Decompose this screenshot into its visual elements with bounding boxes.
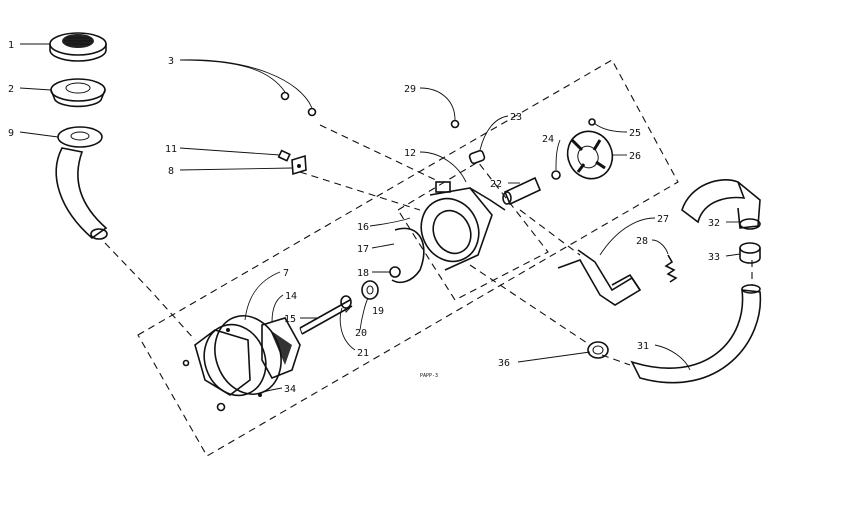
assembly-outline (137, 59, 679, 457)
connector-clip-to-housing (299, 171, 421, 211)
part-27-bracket (557, 249, 642, 306)
callout-20: 20 (355, 328, 367, 339)
callout-1: 1 (8, 40, 14, 51)
callout-14: 14 (285, 291, 297, 302)
callout-labels: 1 2 9 3 11 8 29 23 25 24 26 12 22 16 17 … (8, 40, 720, 395)
callout-16: 16 (357, 222, 369, 233)
callout-36: 36 (498, 358, 510, 369)
callout-33: 33 (708, 252, 720, 263)
part-8-bracket (291, 154, 307, 176)
connector-seal-to-housing (319, 124, 441, 183)
connector-clamp-to-hose (601, 354, 631, 366)
callout-18: 18 (357, 268, 369, 279)
part-17-gasket (391, 227, 425, 284)
part-25-clip (588, 118, 596, 126)
drawing-code: PAPP-3 (420, 373, 438, 379)
callout-19: 19 (372, 306, 384, 317)
callout-22: 22 (490, 179, 502, 190)
callout-2: 2 (8, 84, 14, 95)
part-26-impeller (566, 130, 614, 180)
callout-12: 12 (404, 148, 416, 159)
part-9-seal (57, 126, 103, 148)
part-31-lower-hose (630, 284, 762, 384)
part-28-spring (664, 254, 678, 283)
part-2-cap-ring (50, 78, 106, 108)
callout-17: 17 (357, 244, 369, 255)
callout-27: 27 (657, 214, 669, 225)
part-small-screw (182, 359, 190, 367)
callout-29: 29 (404, 84, 416, 95)
part-18-seal-ring (389, 266, 401, 278)
connector-pin-to-bracket (519, 209, 581, 256)
callout-32: 32 (708, 218, 720, 229)
callout-11: 11 (165, 144, 177, 155)
fill-hose-elbow (55, 147, 108, 240)
part-33-coupling (739, 242, 761, 264)
connector-hose-to-pump (104, 242, 196, 341)
callout-34: 34 (284, 384, 296, 395)
part-22-pin (502, 176, 542, 206)
callout-8: 8 (168, 166, 174, 177)
part-1-strainer-cap (49, 32, 107, 62)
callout-7: 7 (283, 268, 289, 279)
part-12-pump-housing (420, 181, 506, 271)
part-3-clips (280, 91, 317, 117)
callout-31: 31 (637, 341, 649, 352)
callout-24: 24 (542, 134, 554, 145)
part-34-screw (216, 402, 226, 412)
part-32-upper-hose (681, 179, 761, 230)
subassembly-outline (397, 161, 549, 301)
callout-21: 21 (357, 348, 369, 359)
callout-25: 25 (629, 128, 641, 139)
part-36-hose-clamp (587, 341, 609, 359)
part-24-nut (551, 170, 561, 180)
callout-9: 9 (8, 128, 14, 139)
callout-28: 28 (636, 236, 648, 247)
connector-housing-to-clamp (469, 264, 591, 346)
callout-3: 3 (168, 56, 174, 67)
part-23-bushing (468, 149, 486, 165)
part-29-clip (450, 119, 460, 129)
part-19-washer (361, 280, 379, 300)
callout-15: 15 (284, 314, 296, 325)
callout-23: 23 (510, 112, 522, 123)
part-15-shaft (299, 299, 353, 335)
callout-26: 26 (629, 151, 641, 162)
part-11-screw (277, 149, 291, 162)
leader-lines (19, 43, 741, 395)
